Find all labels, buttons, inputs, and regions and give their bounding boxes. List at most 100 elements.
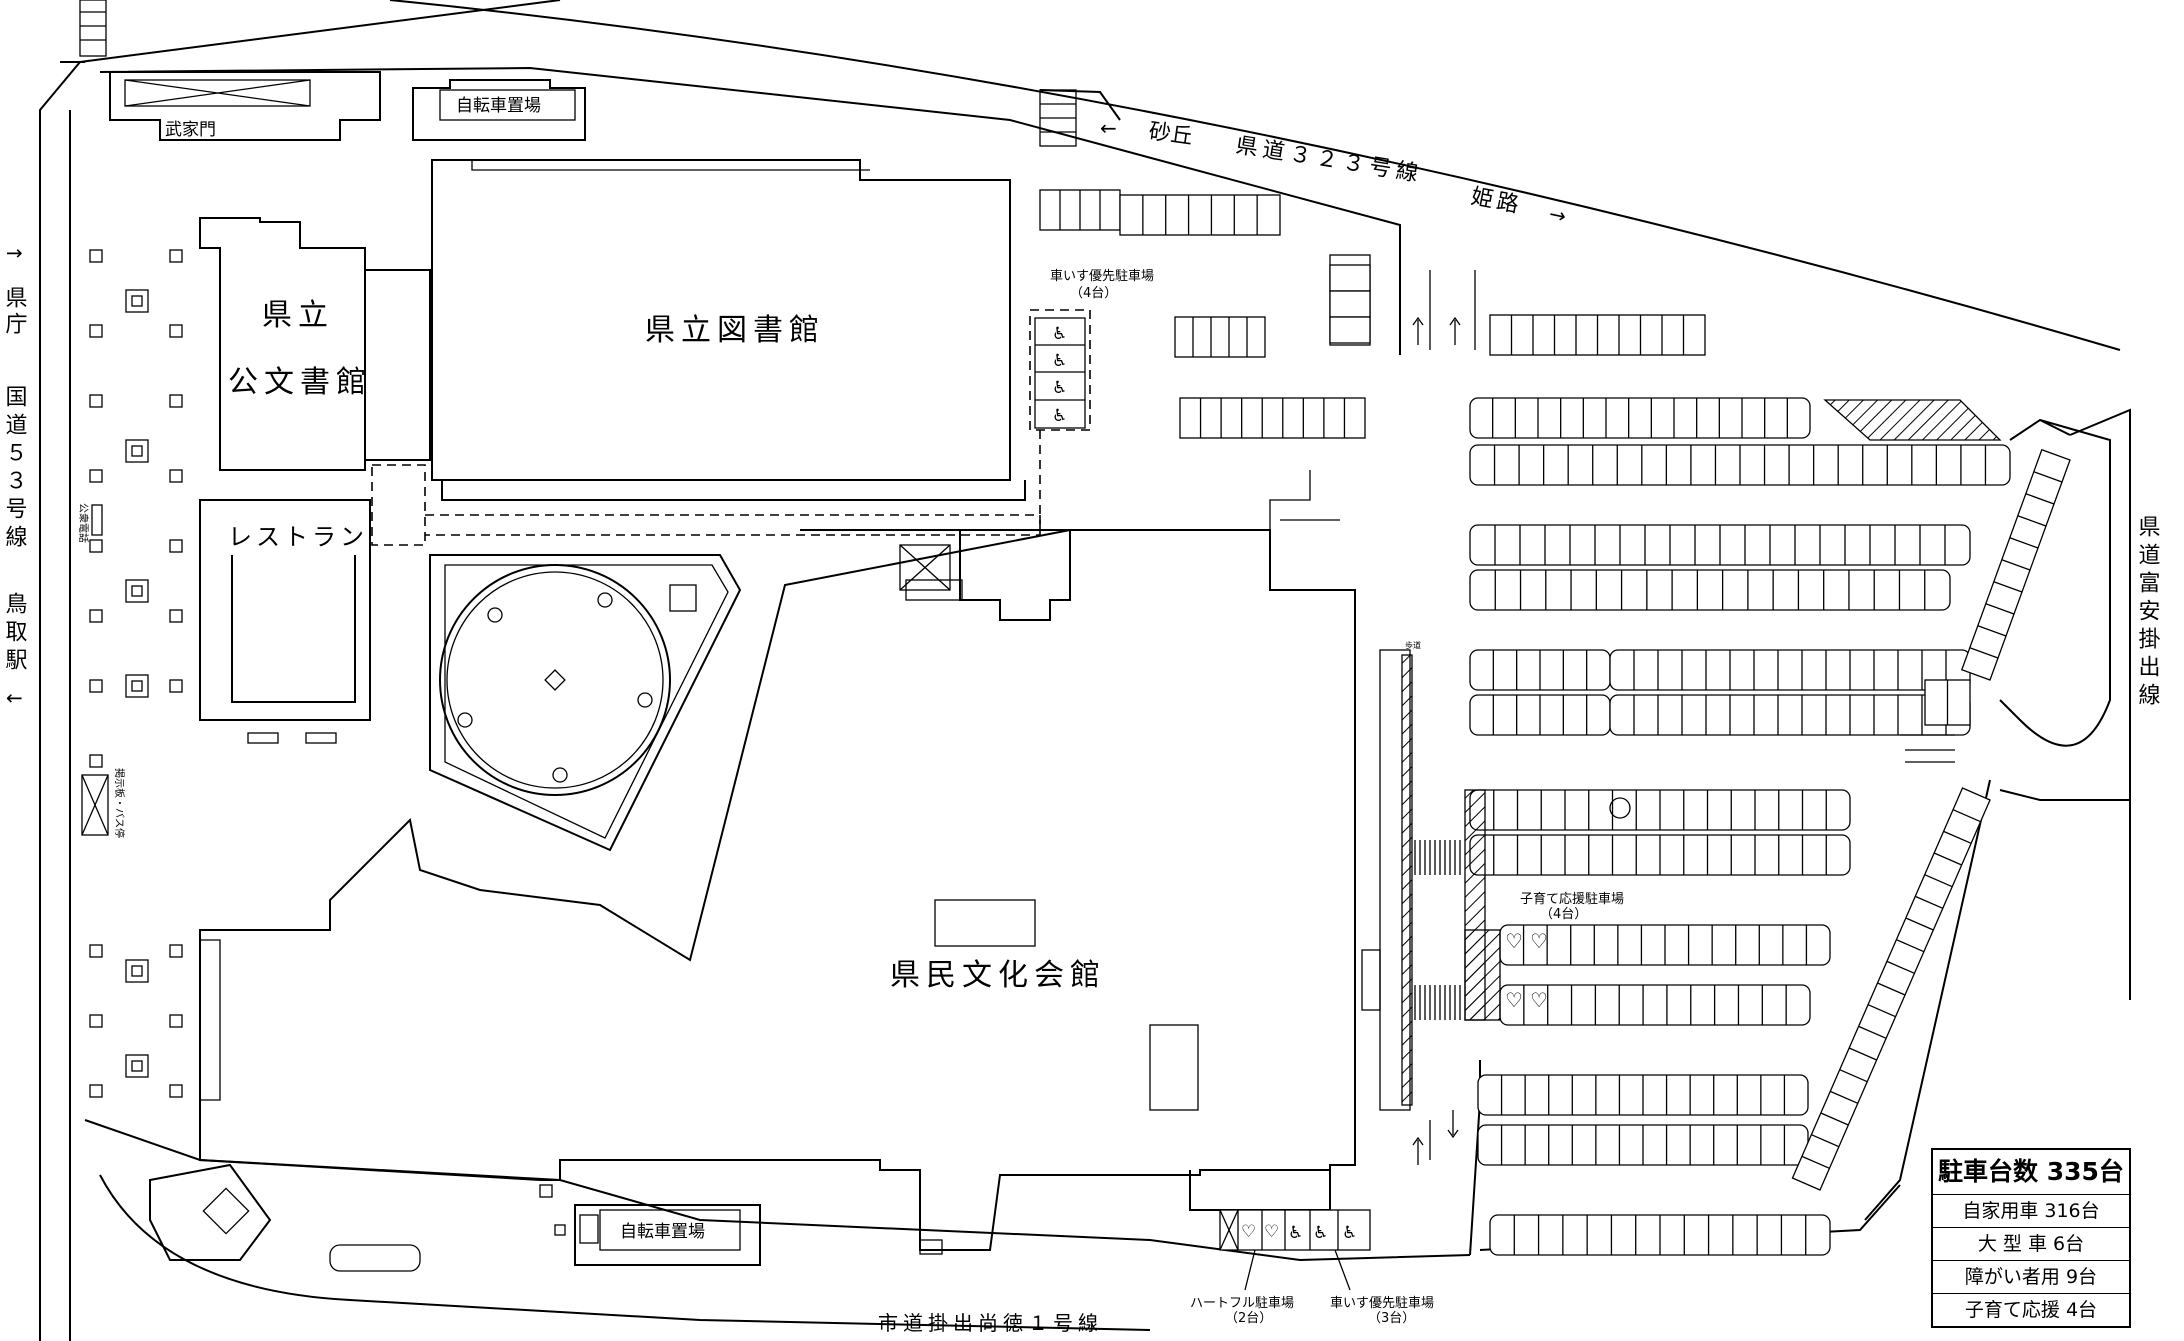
wheelchair-icon: ♿: [1342, 1223, 1357, 1243]
legend-row-large: 大 型 車 6台: [1933, 1227, 2129, 1260]
parking-stall-divider: [1830, 1090, 1859, 1104]
archives-building: [199, 217, 431, 471]
library-label: 県立図書館: [645, 313, 825, 348]
parking-row: [1119, 194, 1281, 236]
parking-row: [1329, 290, 1371, 318]
right-road-name: 県道富安掛出線: [2135, 515, 2161, 711]
parking-stall-divider: [2033, 471, 2063, 483]
parking-stall-divider: [1839, 1069, 1868, 1083]
library-building: [431, 159, 1026, 501]
heart-icon: ♡: [1241, 1222, 1256, 1242]
parking-stall-divider: [1943, 830, 1972, 844]
left-road-tottori: 鳥取駅: [2, 592, 28, 676]
restaurant-building: [199, 499, 371, 744]
bicycle-parking-bottom: [574, 1204, 761, 1266]
parking-stall-divider: [1969, 647, 1999, 659]
walkways-dashed: [371, 309, 1091, 546]
legend-row-childcare: 子育て応援 4台: [1933, 1293, 2129, 1326]
parking-stall-divider: [1896, 939, 1925, 953]
planters: [81, 249, 183, 1098]
parking-row: [1469, 569, 1951, 611]
parking-stall-divider: [1877, 982, 1906, 996]
parking-row: [1609, 694, 1971, 736]
childcare-count: （4台）: [1540, 907, 1587, 922]
bukemon-label: 武家門: [165, 120, 216, 140]
heart-icon: ♡: [1505, 988, 1523, 1012]
wheelchair-bottom-count: （3台）: [1368, 1311, 1415, 1326]
parking-stall-divider: [1811, 1134, 1840, 1148]
heart-icon: ♡: [1530, 988, 1548, 1012]
bicycle-parking-bottom-label: 自転車置場: [620, 1222, 705, 1242]
archives-label-line1: 県立: [262, 298, 334, 333]
accessible-stall-icons: ♿ ♿ ♿ ♿ ♡ ♡ ♿ ♿ ♿ ♡ ♡ ♡ ♡: [1034, 317, 1631, 1251]
sidewalk-strip: [1361, 649, 1413, 1111]
wheelchair-top-count: （4台）: [1070, 286, 1117, 301]
parking-stall-divider: [1993, 581, 2023, 593]
parking-stall-divider: [1820, 1112, 1849, 1126]
legend-row-disabled: 障がい者用 9台: [1933, 1260, 2129, 1293]
restaurant-label: レストラン: [228, 523, 368, 551]
parking-count-legend: 駐車台数 335台 自家用車 316台 大 型 車 6台 障がい者用 9台 子育…: [1931, 1148, 2131, 1328]
legend-title: 駐車台数 335台: [1938, 1157, 2124, 1186]
heartful-count: （2台）: [1225, 1311, 1272, 1326]
parking-stall-divider: [2025, 493, 2055, 505]
left-road-arrow-down: ↓: [2, 690, 26, 707]
map-labels: 県立図書館 県立 公文書館 レストラン 県民文化会館 武家門 自転車置場 自転車…: [77, 96, 1624, 1326]
left-road-kencho: 県庁: [2, 286, 28, 338]
wheelchair-bottom-title: 車いす優先駐車場: [1330, 1296, 1434, 1311]
parking-stall-divider: [1848, 1047, 1877, 1061]
childcare-title: 子育て応援駐車場: [1520, 891, 1624, 907]
planetarium-dome: [429, 554, 742, 852]
heart-icon: ♡: [1264, 1222, 1279, 1242]
top-road-arrow-right: →: [1547, 201, 1568, 228]
cultural-hall-label: 県民文化会館: [890, 958, 1106, 993]
bottom-misc: [329, 1170, 1331, 1272]
parking-stall-divider: [1924, 874, 1953, 888]
heart-icon: ♡: [1505, 929, 1523, 953]
parking-stall-divider: [1952, 809, 1981, 823]
wheelchair-icon: ♿: [1052, 406, 1067, 426]
hatched-areas: [1464, 399, 2002, 1021]
parking-stall-divider: [1933, 852, 1962, 866]
parking-stall-divider: [2017, 515, 2047, 527]
bicycle-parking-top: [412, 79, 586, 141]
public-phone-label: 公衆電話: [77, 503, 90, 543]
parking-row: [1329, 264, 1371, 292]
entrance-steps: [1414, 840, 1461, 1020]
bicycle-parking-top-label: 自転車置場: [456, 96, 541, 116]
parking-stall-divider: [1915, 895, 1944, 909]
parking-stall-divider: [1985, 603, 2015, 615]
top-road-sakyu: 砂丘: [1147, 119, 1194, 150]
parking-row: [1469, 397, 1811, 439]
callout-leaders: [1244, 1249, 1351, 1291]
parking-row: [1174, 316, 1266, 358]
wheelchair-icon: ♿: [1052, 351, 1067, 371]
wheelchair-icon: ♿: [1052, 324, 1067, 344]
wheelchair-icon: ♿: [1313, 1223, 1328, 1243]
parking-stall-divider: [1801, 1155, 1830, 1169]
parking-stall-divider: [1858, 1025, 1887, 1039]
archives-label-line2: 公文書館: [228, 365, 372, 400]
parking-row: [1609, 649, 1971, 691]
sidewalk-label: 歩道: [1405, 640, 1421, 650]
entrance-arrows: [1412, 270, 1955, 1165]
parking-stall-divider: [1886, 960, 1915, 974]
left-road-name: 国道５３号線: [2, 385, 28, 553]
bottom-road-name: 市道掛出尚徳１号線: [878, 1311, 1103, 1335]
heartful-title: ハートフル駐車場: [1190, 1296, 1294, 1311]
left-road-arrow-up: ↑: [2, 245, 26, 262]
parking-stall-divider: [1977, 625, 2007, 637]
top-road-name: 県道３２３号線: [1234, 133, 1425, 187]
wheelchair-icon: ♿: [1052, 378, 1067, 398]
cultural-hall-building: [149, 470, 1356, 1261]
notice-board-label: 掲示板・バス停: [113, 768, 126, 838]
parking-stalls: [1039, 189, 2071, 1256]
legend-row-private: 自家用車 316台: [1933, 1194, 2129, 1227]
top-road-arrow-left: ←: [1100, 116, 1117, 140]
parking-row: [1329, 316, 1371, 344]
parking-stall-divider: [2001, 559, 2031, 571]
parking-stall-divider: [1867, 1004, 1896, 1018]
wheelchair-top-title: 車いす優先駐車場: [1050, 269, 1154, 284]
wheelchair-icon: ♿: [1288, 1223, 1303, 1243]
